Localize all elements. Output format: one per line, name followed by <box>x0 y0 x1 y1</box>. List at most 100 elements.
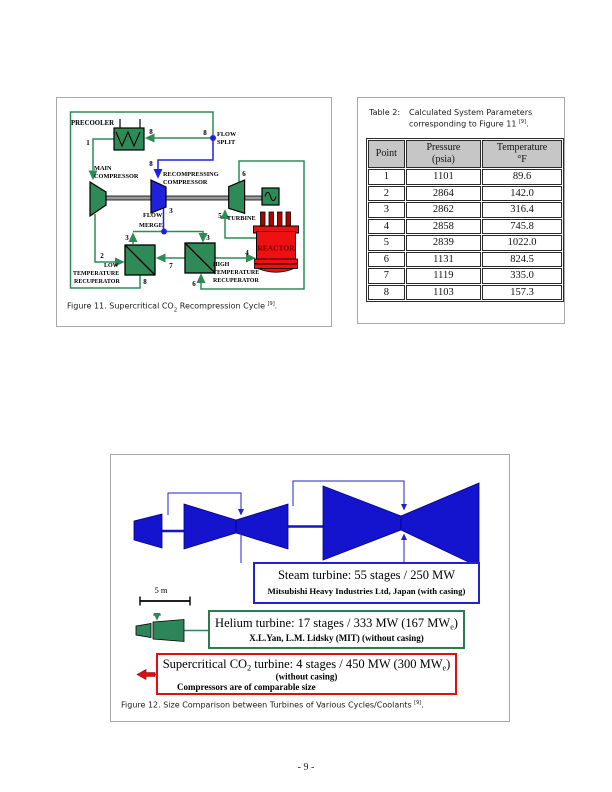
stream-numbers: 1 2 3 3 3 4 5 6 6 7 8 8 8 8 <box>86 128 249 288</box>
ltr-diagonal <box>124 244 156 276</box>
precooler-coil <box>115 130 141 148</box>
table2-caption-line1: Calculated System Parameters <box>409 108 533 117</box>
stream-2: 2 <box>100 252 104 260</box>
recompressor-label-1: RECOMPRESSING <box>163 171 219 178</box>
htr-label-3: RECUPERATOR <box>213 278 259 284</box>
reactor-ring1 <box>254 258 298 264</box>
cell-pressure: 2864 <box>405 185 482 201</box>
stream-4: 4 <box>245 249 249 257</box>
steam-pipe-1 <box>167 492 244 516</box>
pipe-stream6 <box>196 160 305 290</box>
stream-3c: 3 <box>206 234 210 242</box>
high-temp-recuperator <box>184 242 216 274</box>
cell-pressure: 1119 <box>405 268 482 284</box>
steam-pipe-2 <box>292 480 407 511</box>
steam-label-box <box>253 562 480 604</box>
stream-6a: 6 <box>242 170 246 178</box>
helium-label-line2: X.L.Yan, L.M. Lidsky (MIT) (without casi… <box>249 633 424 643</box>
ltr-label-1: LOW <box>104 263 119 269</box>
stream-7: 7 <box>169 262 173 270</box>
scale-bar: 5 m <box>139 585 191 606</box>
pipe-split-branch <box>153 140 214 179</box>
scale-label: 5 m <box>155 585 168 595</box>
htr-label-2: TEMPERATURE <box>213 270 259 276</box>
steam-hp-section <box>133 513 163 549</box>
stream-8d: 8 <box>143 278 147 286</box>
steam-pipes <box>167 480 407 563</box>
pipe-stream8-loop <box>69 111 214 289</box>
pipe-stream2 <box>94 214 125 267</box>
figure11-caption-sub: 2 <box>173 307 178 314</box>
htr-diagonal <box>184 242 216 274</box>
helium-section-2 <box>152 619 185 642</box>
figure12-diagram: Steam turbine: 55 stages / 250 MW Mitsub… <box>133 480 480 695</box>
sco2-label-box <box>156 653 457 695</box>
cell-temperature: 335.0 <box>482 268 562 284</box>
cell-pressure: 2839 <box>405 235 482 251</box>
figure12-caption-text: Figure 12. Size Comparison between Turbi… <box>121 700 415 710</box>
stream-8a: 8 <box>149 128 153 136</box>
col-header-temperature: Temperature°F <box>482 140 562 168</box>
stream-3b: 3 <box>125 234 129 242</box>
flow-merge-label-2: MERGE <box>139 222 163 229</box>
precooler-label: PRECOOLER <box>71 120 114 127</box>
cell-point: 1 <box>368 169 405 185</box>
reactor-bottom-cap <box>257 268 295 273</box>
flow-merge-label-1: FLOW <box>143 212 163 219</box>
cell-temperature: 745.8 <box>482 218 562 234</box>
cell-point: 6 <box>368 251 405 267</box>
low-temp-recuperator <box>124 244 156 276</box>
recompressing-compressor <box>150 179 167 214</box>
stream-1: 1 <box>86 139 90 147</box>
pipe-merge-to-htr <box>167 230 208 243</box>
reactor-ring2 <box>254 263 298 269</box>
cell-pressure: 1101 <box>405 169 482 185</box>
cell-temperature: 89.6 <box>482 169 562 185</box>
stream-8b: 8 <box>203 129 207 137</box>
steam-label-line1: Steam turbine: 55 stages / 250 MW <box>278 568 455 582</box>
generator <box>261 187 280 206</box>
cell-pressure: 1103 <box>405 284 482 300</box>
flow-split-label-2: SPLIT <box>217 139 236 146</box>
stream-8c: 8 <box>149 160 153 168</box>
figure11-caption-ref: [9] <box>267 301 275 307</box>
main-compressor-label-2: COMPRESSOR <box>94 173 139 180</box>
figure12-panel: Steam turbine: 55 stages / 250 MW Mitsub… <box>110 454 510 722</box>
reactor-vessel <box>256 231 296 262</box>
recompressor-label-2: COMPRESSOR <box>163 179 208 186</box>
precooler <box>113 119 145 151</box>
cell-point: 2 <box>368 185 405 201</box>
flow-merge-node <box>161 228 167 235</box>
stream-5: 5 <box>218 212 222 220</box>
reactor: REACTOR <box>253 211 299 273</box>
col-header-point: Point <box>368 140 405 168</box>
steam-turbine-silhouette: Steam turbine: 55 stages / 250 MW Mitsub… <box>133 480 480 604</box>
col-header-pressure: Pressure(psia) <box>405 140 482 168</box>
table2-caption-label: Table 2: <box>369 108 401 117</box>
steam-lp-right <box>400 482 480 568</box>
cell-temperature: 142.0 <box>482 185 562 201</box>
ltr-label-2: TEMPERATURE <box>73 271 119 277</box>
helium-inlet-mark <box>153 615 161 619</box>
sco2-label-line3: Compressors are of comparable size <box>177 682 316 692</box>
sco2-label-line1: Supercritical CO2 turbine: 4 stages / 45… <box>163 657 451 673</box>
recompressor-piping <box>153 140 214 231</box>
cell-pressure: 2862 <box>405 202 482 218</box>
flow-split-node <box>210 135 216 141</box>
figure12-caption-ref: [9] <box>414 700 422 706</box>
htr-label-1: HIGH <box>213 262 230 268</box>
cell-temperature: 1022.0 <box>482 235 562 251</box>
figure11-panel: REACTOR PRECOOLER MAIN COMPRESSOR RECOMP… <box>56 97 332 327</box>
sine-icon <box>264 191 277 202</box>
cell-pressure: 1131 <box>405 251 482 267</box>
cell-pressure: 2858 <box>405 218 482 234</box>
cell-temperature: 316.4 <box>482 202 562 218</box>
